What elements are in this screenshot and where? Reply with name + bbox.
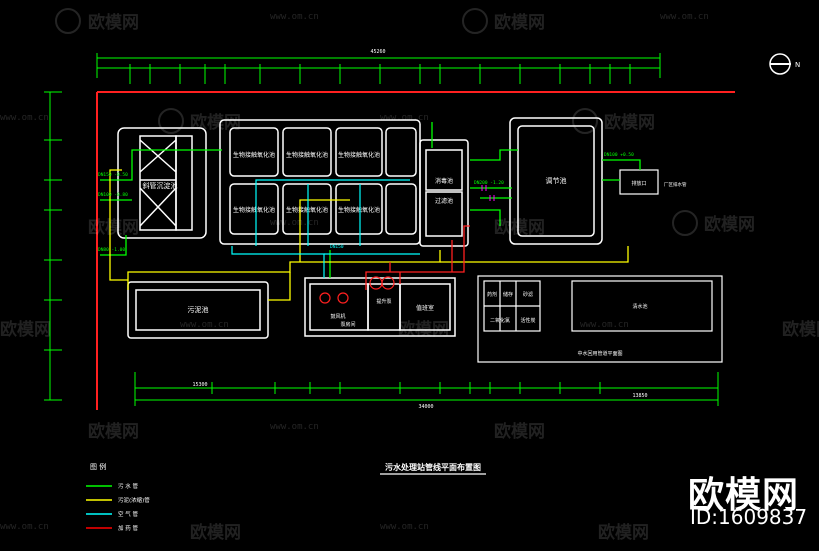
- watermark-url: www.om.cn: [0, 522, 49, 532]
- bottom-dim-left: 15300: [192, 382, 207, 388]
- pipe-tag-5: DN80 -1.00: [98, 247, 125, 253]
- disinfection-label: 消毒池: [435, 177, 453, 185]
- watermark-url: www.om.cn: [0, 113, 49, 123]
- brand-logo: 欧模网: [688, 475, 800, 516]
- watermark-url: www.om.cn: [270, 218, 319, 228]
- dosing-pipes: [365, 225, 470, 290]
- watermark-brand: 欧模网: [190, 523, 241, 543]
- legend-label-0: 污 水 管: [118, 482, 138, 490]
- pump-room-label: 泵房间: [340, 321, 355, 328]
- watermark-brand: 欧模网: [494, 13, 545, 33]
- plant-drain-label: 厂区排水管: [664, 181, 687, 188]
- watermark-brand: 欧模网: [0, 320, 51, 340]
- room-b-label: 储存: [503, 291, 513, 298]
- bio-tank-label-1: 生物接触氧化池: [233, 151, 275, 159]
- discharge-box: [619, 169, 659, 195]
- watermark-logo-icon: [572, 108, 598, 134]
- watermark-url: www.om.cn: [180, 320, 229, 330]
- watermark-brand: 欧模网: [604, 113, 655, 133]
- watermark-brand: 欧模网: [782, 320, 819, 340]
- regulating-tank: [509, 117, 603, 245]
- watermark-logo-icon: [462, 8, 488, 34]
- regulating-tank-label: 调节池: [546, 176, 567, 185]
- watermark-logo-icon: [672, 210, 698, 236]
- lift-pump-2-icon: [381, 276, 395, 290]
- bio-tank-label-5: 生物接触氧化池: [286, 206, 328, 214]
- carbon-label: 活性炭: [520, 317, 535, 324]
- north-label: N: [795, 61, 800, 69]
- watermark-brand: 欧模网: [494, 218, 545, 238]
- watermark-brand: 欧模网: [88, 422, 139, 442]
- bio-oxidation-tank-group: [219, 119, 421, 245]
- discharge-box-label: 排放口: [631, 180, 646, 187]
- legend-label-1: 污泥(浓缩)管: [118, 496, 150, 504]
- pipe-tag-1: DN150 -0.50: [98, 172, 128, 178]
- sludge-pipes: [109, 169, 629, 301]
- watermark-logo-icon: [158, 108, 184, 134]
- sedimentation-tank-label: 斜管沉淀池: [143, 181, 178, 190]
- legend-swatches: 污 水 管污泥(浓缩)管空 气 管加 药 管: [86, 482, 150, 532]
- reuse-caption: 中水回用管道平面图: [577, 350, 622, 357]
- air-pipes: [231, 179, 420, 278]
- top-dimension-total: 45260: [370, 49, 385, 55]
- bottom-dim-right: 13850: [632, 393, 647, 399]
- north-arrow-icon: [769, 53, 791, 75]
- watermark-url: www.om.cn: [270, 422, 319, 432]
- sludge-tank-label: 污泥池: [188, 305, 209, 314]
- watermark-brand: 欧模网: [704, 215, 755, 235]
- pipe-tag-6: DN150: [330, 244, 344, 250]
- blower-2-icon: [337, 292, 349, 304]
- legend-label-3: 加 药 管: [118, 524, 138, 532]
- watermark-brand: 欧模网: [88, 218, 139, 238]
- control-room-label: 值班室: [416, 304, 434, 312]
- lift-pump-1-icon: [369, 276, 383, 290]
- watermark-url: www.om.cn: [380, 522, 429, 532]
- watermark-brand: 欧模网: [190, 113, 241, 133]
- watermark-url: www.om.cn: [380, 113, 429, 123]
- watermark-url: www.om.cn: [270, 12, 319, 22]
- sludge-tank: [127, 281, 269, 339]
- watermark-brand: 欧模网: [88, 13, 139, 33]
- watermark-url: www.om.cn: [660, 12, 709, 22]
- clear-pool-label: 清水池: [632, 303, 647, 310]
- filter-label: 过滤池: [435, 197, 453, 205]
- sewage-pipes: [100, 122, 641, 278]
- blower-label: 鼓风机: [330, 313, 345, 320]
- legend-label-2: 空 气 管: [118, 510, 138, 518]
- watermark-url: www.om.cn: [580, 320, 629, 330]
- bio-tank-label-6: 生物接触氧化池: [338, 206, 380, 214]
- top-dimension: [96, 53, 661, 84]
- watermark-logo-icon: [55, 8, 81, 34]
- bottom-dimension: [134, 372, 719, 406]
- equipment-building: [304, 277, 456, 337]
- bio-tank-label-3: 生物接触氧化池: [338, 151, 380, 159]
- blower-1-icon: [319, 292, 331, 304]
- room-a-label: 药剂: [487, 291, 497, 298]
- disinfection-block: [419, 139, 469, 247]
- brand-id: ID:1609837: [690, 505, 808, 529]
- bottom-dim-total: 34000: [418, 404, 433, 410]
- valve-markers: [481, 185, 495, 201]
- watermark-brand: 欧模网: [494, 422, 545, 442]
- drawing-title: 污水处理站管线平面布置图: [385, 462, 481, 472]
- bio-tank-label-4: 生物接触氧化池: [233, 206, 275, 214]
- sand-filter-label: 砂滤: [523, 291, 533, 298]
- pipe-tag-3: DN200 -1.20: [474, 180, 504, 186]
- pipe-tag-4: DN100 +0.50: [604, 152, 634, 158]
- left-dimension: [44, 91, 62, 401]
- legend-heading: 图 例: [90, 462, 106, 471]
- ozone-label: 二氧化氯: [490, 317, 510, 324]
- bio-tank-label-2: 生物接触氧化池: [286, 151, 328, 159]
- watermark-brand: 欧模网: [398, 320, 449, 340]
- watermark-brand: 欧模网: [598, 523, 649, 543]
- reuse-building: [477, 275, 723, 363]
- lift-pump-label: 提升泵: [376, 298, 391, 305]
- pipe-tag-2: DN100 -0.80: [98, 192, 128, 198]
